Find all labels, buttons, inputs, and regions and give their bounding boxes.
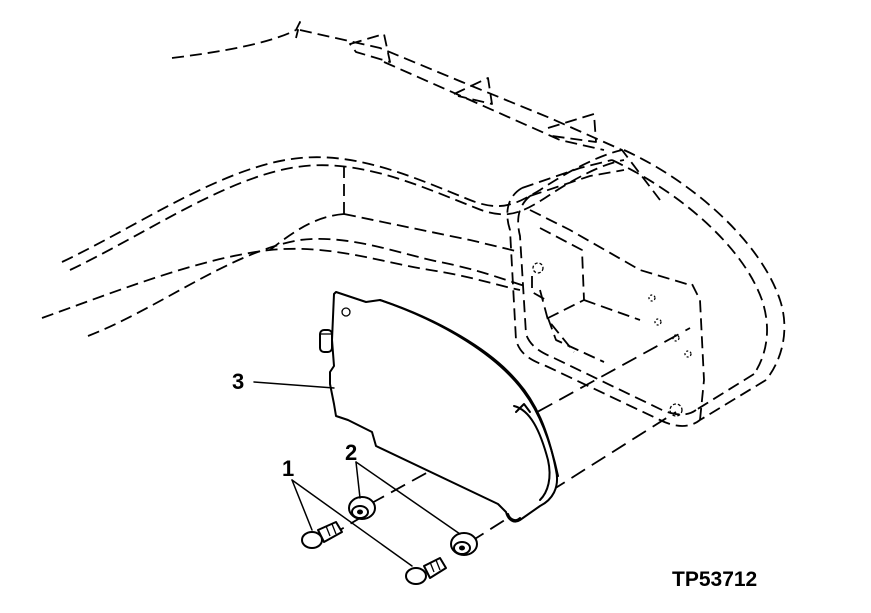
phantom-machine-frame xyxy=(41,21,786,427)
callout-2-label: 2 xyxy=(345,440,357,465)
washer-upper[interactable] xyxy=(348,496,376,520)
figure-id: TP53712 xyxy=(672,568,757,591)
cover-plate[interactable] xyxy=(319,291,559,523)
callout-3-label: 3 xyxy=(232,369,244,394)
leader-lines xyxy=(253,381,461,567)
callout-1-label: 1 xyxy=(282,456,294,481)
washer-lower[interactable] xyxy=(450,532,478,556)
bolt-lower[interactable] xyxy=(405,557,447,585)
bolt-upper[interactable] xyxy=(301,521,343,549)
